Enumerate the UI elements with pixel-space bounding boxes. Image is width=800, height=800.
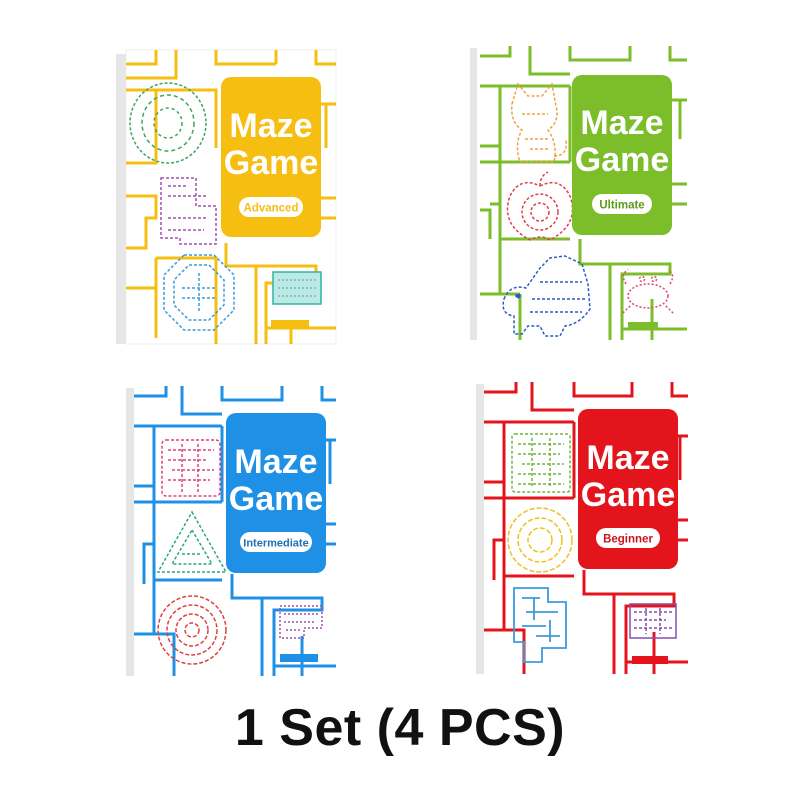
plus-blocks-maze-icon (513, 587, 567, 663)
book-beginner: Maze Game Beginner (476, 380, 690, 678)
rectangle-maze-icon (272, 271, 322, 305)
title-line-2: Game (575, 141, 670, 179)
tetromino-maze-icon (160, 177, 217, 245)
level-label: Advanced (244, 203, 299, 215)
title-line-1: Maze (234, 443, 317, 481)
title-panel (221, 77, 321, 237)
maze-lines-background (480, 46, 687, 340)
triangle-maze-icon (156, 510, 228, 573)
rectangle-maze-icon (629, 603, 677, 639)
title-line-1: Maze (586, 439, 669, 477)
circle-maze-icon (507, 507, 573, 573)
book-advanced: Maze Game Advanced (116, 48, 338, 346)
level-label: Ultimate (599, 200, 644, 212)
book-ultimate: Maze Game Ultimate (470, 44, 692, 344)
oval-maze-icon (129, 82, 207, 164)
level-pill (592, 194, 652, 214)
level-pill (240, 532, 312, 552)
rectangle-maze-icon (279, 605, 323, 639)
square-maze-icon (511, 433, 571, 493)
level-label: Beginner (603, 534, 653, 546)
title-panel (572, 75, 672, 235)
crab-maze-icon (621, 269, 675, 315)
square-maze-icon (161, 439, 221, 497)
octagon-maze-icon (163, 254, 235, 331)
level-pill (239, 197, 303, 217)
book-cover-advanced: Maze Game Advanced (116, 49, 337, 345)
level-pill (596, 528, 660, 548)
cat-maze-icon (510, 82, 567, 163)
book-cover-beginner: Maze Game Beginner (476, 382, 688, 674)
book-cover-ultimate: Maze Game Ultimate (470, 46, 687, 342)
level-label: Intermediate (243, 538, 308, 550)
book-cover-intermediate: Maze Game Intermediate (126, 386, 336, 676)
title-line-1: Maze (580, 104, 663, 142)
dinosaur-maze-icon (502, 255, 591, 337)
title-line-2: Game (229, 480, 324, 518)
title-line-2: Game (224, 144, 319, 182)
title-line-1: Maze (229, 107, 312, 145)
title-line-2: Game (581, 476, 676, 514)
maze-lines-background (484, 382, 688, 674)
book-intermediate: Maze Game Intermediate (126, 384, 338, 680)
apple-maze-icon (506, 171, 574, 241)
set-caption: 1 Set (4 PCS) (234, 699, 566, 757)
circle-maze-icon (157, 595, 227, 665)
